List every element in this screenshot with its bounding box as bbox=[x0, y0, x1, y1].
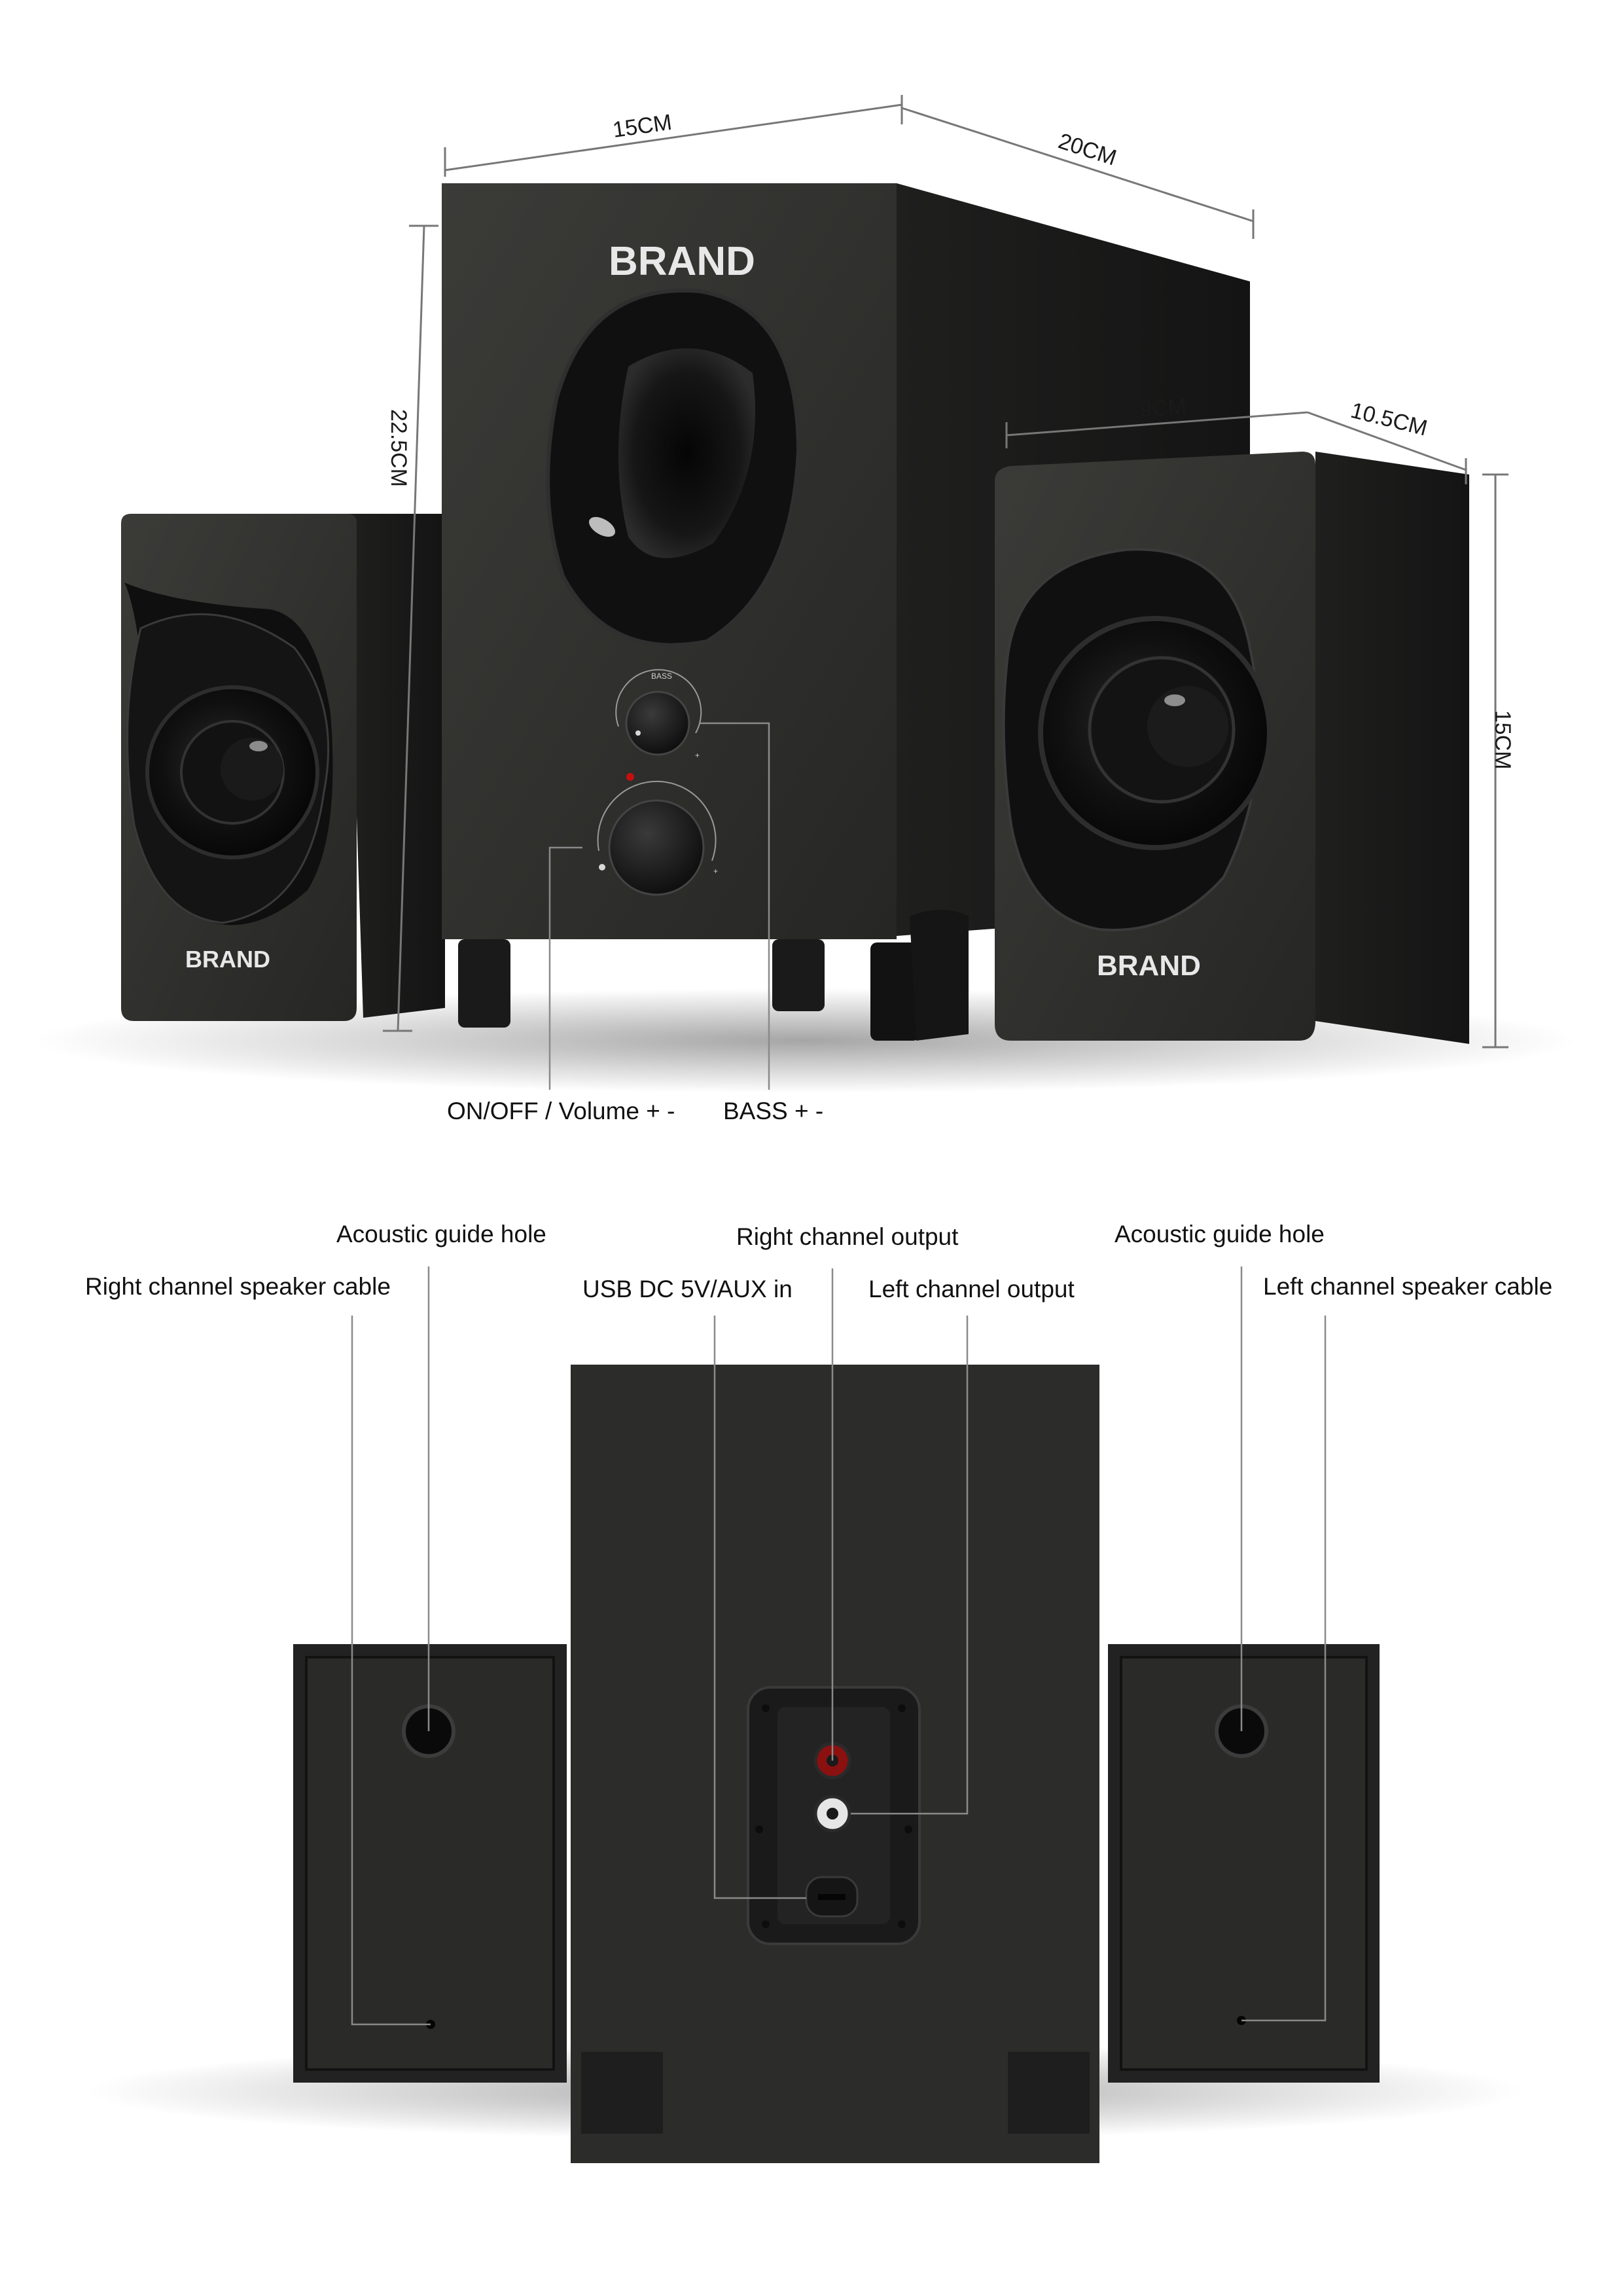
subwoofer-back bbox=[571, 1365, 1099, 2163]
volume-knob[interactable] bbox=[608, 799, 705, 896]
left-satellite-back bbox=[293, 1644, 567, 2083]
sub-foot bbox=[870, 942, 919, 1041]
sub-foot bbox=[581, 2052, 663, 2134]
svg-text:+: + bbox=[713, 867, 718, 876]
bass-knob-label: BASS bbox=[651, 672, 672, 681]
left-guide-hole-callout: Acoustic guide hole bbox=[336, 1221, 546, 1247]
left-satellite-front: BRAND bbox=[121, 514, 445, 1021]
sub-foot bbox=[772, 939, 825, 1011]
right-guide-hole-callout: Acoustic guide hole bbox=[1115, 1221, 1325, 1247]
subwoofer-front: BRAND BASS + + bbox=[442, 183, 1250, 1041]
sub-foot bbox=[1008, 2052, 1090, 2134]
subwoofer-brand: BRAND bbox=[609, 239, 755, 284]
usb-aux-leader bbox=[713, 1316, 806, 1899]
rear-view: Acoustic guide hole Right channel speake… bbox=[85, 1221, 1552, 2163]
left-channel-cable-callout: Left channel speaker cable bbox=[1263, 1273, 1552, 1300]
top-view: BRAND BRAND BASS + bbox=[33, 95, 1577, 1124]
dust-cap bbox=[1147, 686, 1228, 767]
dust-cap bbox=[221, 738, 283, 800]
left-output-callout: Left channel output bbox=[868, 1276, 1075, 1302]
right-satellite-back bbox=[1108, 1644, 1380, 2083]
sub-width-dimension: 15CM bbox=[611, 110, 673, 143]
bass-callout: BASS + - bbox=[723, 1098, 823, 1124]
power-led bbox=[626, 773, 634, 781]
bass-knob[interactable] bbox=[625, 691, 690, 756]
sat-width-dimension: 9CM bbox=[1139, 394, 1187, 422]
left-output-leader bbox=[851, 1316, 969, 1815]
sat-depth-dimension: 10.5CM bbox=[1348, 398, 1430, 441]
sub-height-dimension: 22.5CM bbox=[386, 409, 411, 487]
bass-callout-leader bbox=[700, 722, 770, 1090]
sub-depth-dimension: 20CM bbox=[1056, 128, 1120, 170]
right-satellite-brand: BRAND bbox=[1097, 950, 1201, 982]
volume-callout-leader bbox=[548, 846, 582, 1090]
right-channel-cable-leader bbox=[351, 1316, 431, 2026]
left-satellite-brand: BRAND bbox=[185, 946, 270, 973]
right-channel-cable-callout: Right channel speaker cable bbox=[85, 1273, 391, 1300]
sat-height-dimension: 15CM bbox=[1490, 710, 1515, 770]
volume-callout: ON/OFF / Volume + - bbox=[447, 1098, 675, 1124]
usb-aux-callout: USB DC 5V/AUX in bbox=[582, 1276, 793, 1302]
svg-text:+: + bbox=[695, 751, 700, 760]
right-output-callout: Right channel output bbox=[736, 1223, 959, 1250]
right-satellite-front: BRAND bbox=[995, 452, 1469, 1044]
sub-foot bbox=[458, 939, 510, 1028]
left-channel-cable-leader bbox=[1241, 1316, 1327, 2022]
dimension-lines bbox=[383, 95, 1508, 1049]
